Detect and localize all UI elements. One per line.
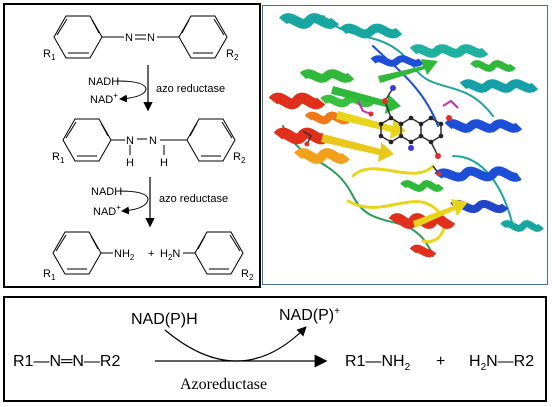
overall-reaction-panel: R1—N═N—R2 NAD(P)H NAD(P)+ Azoreductase R…: [3, 296, 547, 402]
benzene-ring-product-right: [194, 231, 244, 275]
mechanism-panel: N N R1 R2 NADH NAD+ azo reductase N N H: [3, 3, 261, 288]
r1-label-3: R1: [43, 268, 56, 282]
hydrazo-n2: N: [149, 135, 157, 147]
product-right-amine: H2N: [160, 248, 180, 262]
cofactor-oxidized: NAD(P)+: [279, 306, 340, 324]
hydrazo-h1: H: [126, 157, 134, 169]
azo-n1: N: [125, 32, 133, 44]
azo-n2: N: [147, 32, 155, 44]
step2-enzyme: azo reductase: [159, 193, 228, 205]
hydrazo-h2: H: [160, 157, 168, 169]
r2-label-1: R2: [226, 48, 239, 62]
reactant-azo: R1—N═N—R2: [13, 353, 120, 370]
protein-ribbon-illustration: [268, 13, 544, 258]
product-left-amine: NH2: [114, 248, 135, 262]
benzene-ring-right: [178, 15, 228, 59]
benzene-ring-product-left: [52, 231, 102, 275]
hydrazo-n1: N: [126, 135, 134, 147]
step2-acceptor: NAD+: [93, 203, 121, 218]
benzene-ring-left: [53, 15, 103, 59]
step1-enzyme: azo reductase: [156, 83, 225, 95]
step2-cofactor-arrow: [118, 190, 149, 215]
mechanism-diagram: N N R1 R2 NADH NAD+ azo reductase N N H: [43, 15, 254, 282]
helix-green: [299, 60, 516, 192]
step1-cofactor-arrow: [116, 80, 147, 103]
amine-products: [52, 231, 244, 275]
hydrazo-compound: [62, 118, 236, 162]
product-amine-1: R1—NH2: [345, 353, 411, 373]
r2-label-3: R2: [241, 268, 254, 282]
product-plus-sign: +: [436, 353, 445, 370]
r2-label-2: R2: [233, 151, 246, 165]
overall-reaction-equation: R1—N═N—R2 NAD(P)H NAD(P)+ Azoreductase R…: [13, 306, 534, 393]
benzene-ring-right-2: [186, 118, 236, 162]
beta-sheets: [321, 59, 468, 228]
product-plus: +: [148, 248, 154, 260]
benzene-ring-left-2: [62, 118, 112, 162]
step1-donor: NADH: [88, 76, 119, 88]
cofactor-reduced: NAD(P)H: [131, 311, 198, 328]
cofactor-ligand: [302, 85, 459, 177]
cofactor-curved-arrow: [164, 326, 307, 362]
protein-structure-panel: [262, 5, 548, 285]
r1-label-1: R1: [43, 48, 56, 62]
step2-donor: NADH: [91, 186, 122, 198]
product-amine-2: H2N—R2: [469, 353, 534, 373]
r1-label-2: R1: [52, 151, 65, 165]
enzyme-label: Azoreductase: [180, 376, 267, 393]
azo-compound: [53, 15, 228, 59]
step1-acceptor: NAD+: [90, 91, 118, 106]
helix-teal: [279, 13, 544, 232]
